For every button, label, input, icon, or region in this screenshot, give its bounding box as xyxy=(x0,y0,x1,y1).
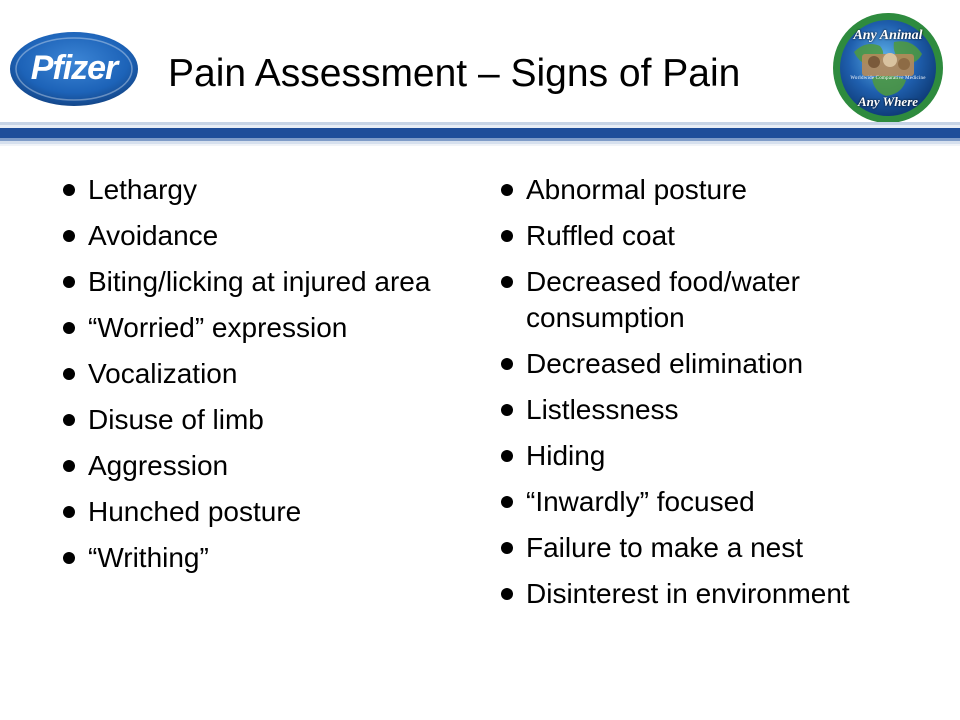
bullet-icon xyxy=(501,496,513,508)
list-item-label: Hunched posture xyxy=(88,496,302,527)
list-item-label: Lethargy xyxy=(88,174,197,205)
list-item: Hiding xyxy=(500,438,916,474)
band-stripe xyxy=(0,125,960,128)
list-item-label: Hiding xyxy=(526,440,606,471)
list-item: Biting/licking at injured area xyxy=(62,264,458,300)
bullet-icon xyxy=(63,184,75,196)
list-item: Disuse of limb xyxy=(62,402,458,438)
list-item: Failure to make a nest xyxy=(500,530,916,566)
list-item-label: Failure to make a nest xyxy=(526,532,804,563)
pfizer-logo-shape xyxy=(10,32,138,106)
bullet-icon xyxy=(63,230,75,242)
list-item-label: Disuse of limb xyxy=(88,404,264,435)
bullet-icon xyxy=(63,506,75,518)
logo-text-any-animal: Any Animal xyxy=(853,28,923,43)
bullet-icon xyxy=(501,358,513,370)
list-item: Aggression xyxy=(62,448,458,484)
list-item-label: Abnormal posture xyxy=(526,174,748,205)
band-stripe-main xyxy=(0,128,960,138)
list-item-label: “Inwardly” focused xyxy=(526,486,755,517)
left-bullet-list: Lethargy Avoidance Biting/licking at inj… xyxy=(62,172,462,586)
list-item: “Inwardly” focused xyxy=(500,484,916,520)
list-item-label: Biting/licking at injured area xyxy=(88,266,431,297)
list-item-label: Aggression xyxy=(88,450,229,481)
list-item-label: Decreased elimination xyxy=(526,348,804,379)
list-item: Hunched posture xyxy=(62,494,458,530)
any-animal-any-where-logo: Any Animal Worldwide Comparative Medicin… xyxy=(832,12,944,124)
list-item: Listlessness xyxy=(500,392,916,428)
list-item-label: Ruffled coat xyxy=(526,220,675,251)
list-item: Disinterest in environment xyxy=(500,576,916,612)
band-stripe xyxy=(0,138,960,141)
list-item: Decreased food/water consumption xyxy=(500,264,916,336)
list-item: Lethargy xyxy=(62,172,458,208)
list-item-label: “Worried” expression xyxy=(88,312,348,343)
list-item-label: Avoidance xyxy=(88,220,219,251)
list-item: “Writhing” xyxy=(62,540,458,576)
list-item-label: Listlessness xyxy=(526,394,679,425)
pfizer-wordmark: Pfizer xyxy=(30,48,119,87)
globe-icon xyxy=(833,13,943,123)
bullet-icon xyxy=(501,184,513,196)
list-item: Vocalization xyxy=(62,356,458,392)
list-item: Avoidance xyxy=(62,218,458,254)
pfizer-logo: Pfizer xyxy=(8,30,140,108)
list-item: “Worried” expression xyxy=(62,310,458,346)
band-stripe xyxy=(0,122,960,125)
bullet-icon xyxy=(63,322,75,334)
list-item-label: Vocalization xyxy=(88,358,238,389)
bullet-icon xyxy=(501,588,513,600)
bullet-icon xyxy=(501,450,513,462)
list-item: Decreased elimination xyxy=(500,346,916,382)
list-item: Abnormal posture xyxy=(500,172,916,208)
bullet-icon xyxy=(501,276,513,288)
header-band xyxy=(0,122,960,144)
band-stripe xyxy=(0,141,960,144)
logo-text-tagline: Worldwide Comparative Medicine xyxy=(850,76,926,81)
bullet-icon xyxy=(501,404,513,416)
page-title: Pain Assessment – Signs of Pain xyxy=(168,52,741,95)
right-bullet-list: Abnormal posture Ruffled coat Decreased … xyxy=(500,172,900,622)
bullet-icon xyxy=(501,230,513,242)
list-item-label: “Writhing” xyxy=(88,542,209,573)
bullet-icon xyxy=(63,368,75,380)
list-item-label: Decreased food/water consumption xyxy=(526,266,800,333)
list-item-label: Disinterest in environment xyxy=(526,578,850,609)
band-edge xyxy=(0,144,960,146)
logo-text-any-where: Any Where xyxy=(857,94,919,109)
bullet-icon xyxy=(501,542,513,554)
bullet-icon xyxy=(63,276,75,288)
list-item: Ruffled coat xyxy=(500,218,916,254)
bullet-icon xyxy=(63,414,75,426)
bullet-icon xyxy=(63,552,75,564)
bullet-icon xyxy=(63,460,75,472)
